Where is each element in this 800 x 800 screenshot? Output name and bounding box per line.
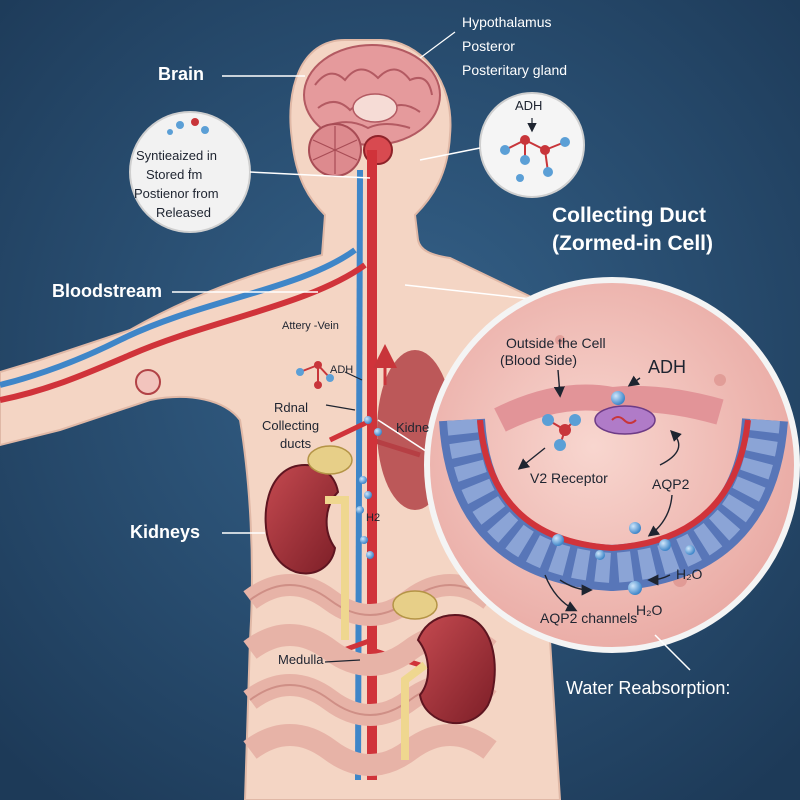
synth-line-4: Released: [156, 205, 211, 220]
zoom-callout: [377, 277, 800, 671]
synth-line-1: Syntieaized in: [136, 148, 217, 163]
adh-particles: [356, 416, 382, 559]
hypothalamus-label: Hypothalamus: [462, 14, 552, 30]
synth-line-2: Stored ḟm: [146, 167, 203, 182]
collecting-label: Collecting: [262, 418, 320, 433]
h2o-right-label: H₂O: [676, 566, 703, 582]
medulla-label: Medulla: [278, 652, 324, 667]
kidney-illustration-lower: [392, 590, 496, 760]
outside-cell-label: Outside the Cell: [506, 335, 606, 351]
bloodstream-label: Bloodstream: [52, 281, 163, 301]
ducts-label: ducts: [280, 436, 312, 451]
brain-illustration: [303, 44, 441, 177]
adh-small-label: ADH: [330, 364, 354, 376]
brain-label: Brain: [158, 64, 205, 84]
artery-vein-label: Attery -Vein: [282, 320, 339, 332]
posterior-gland-label: Posteritary gland: [462, 62, 568, 78]
posterior-label: Posteror: [462, 38, 515, 54]
adh-top-label: ADH: [515, 98, 543, 113]
aqp2-channels-label: AQP2 channels: [540, 610, 638, 626]
kidney-inline-label: Kidne: [396, 420, 430, 435]
arm-vessel-detail: [135, 369, 161, 395]
adh-callout: [419, 92, 585, 198]
body-silhouette: [0, 39, 602, 800]
h2o-bottom-label: H₂O: [636, 602, 663, 618]
aqp2-label: AQP2: [652, 476, 690, 492]
collecting-duct-subtitle: (Zormed-in Cell): [552, 232, 713, 255]
intestine-illustration: [243, 574, 497, 776]
adh-zoom-label: ADH: [648, 357, 687, 377]
water-reabsorption-label: Water Reabsorption:: [566, 678, 731, 698]
renal-label: Rdnal: [274, 400, 308, 415]
collecting-duct-title: Collecting Duct: [552, 204, 707, 227]
kidneys-label: Kidneys: [130, 522, 201, 542]
v2-receptor-label: V2 Receptor: [530, 470, 608, 486]
synthesis-callout: [129, 111, 371, 233]
h2-small-label: H2: [366, 512, 381, 524]
blood-side-label: (Blood Side): [500, 352, 578, 368]
kidney-illustration: [264, 445, 353, 640]
leader-lines: [172, 31, 456, 663]
molecule-icon: [296, 361, 334, 389]
synth-line-3: Postienor from: [134, 186, 219, 201]
